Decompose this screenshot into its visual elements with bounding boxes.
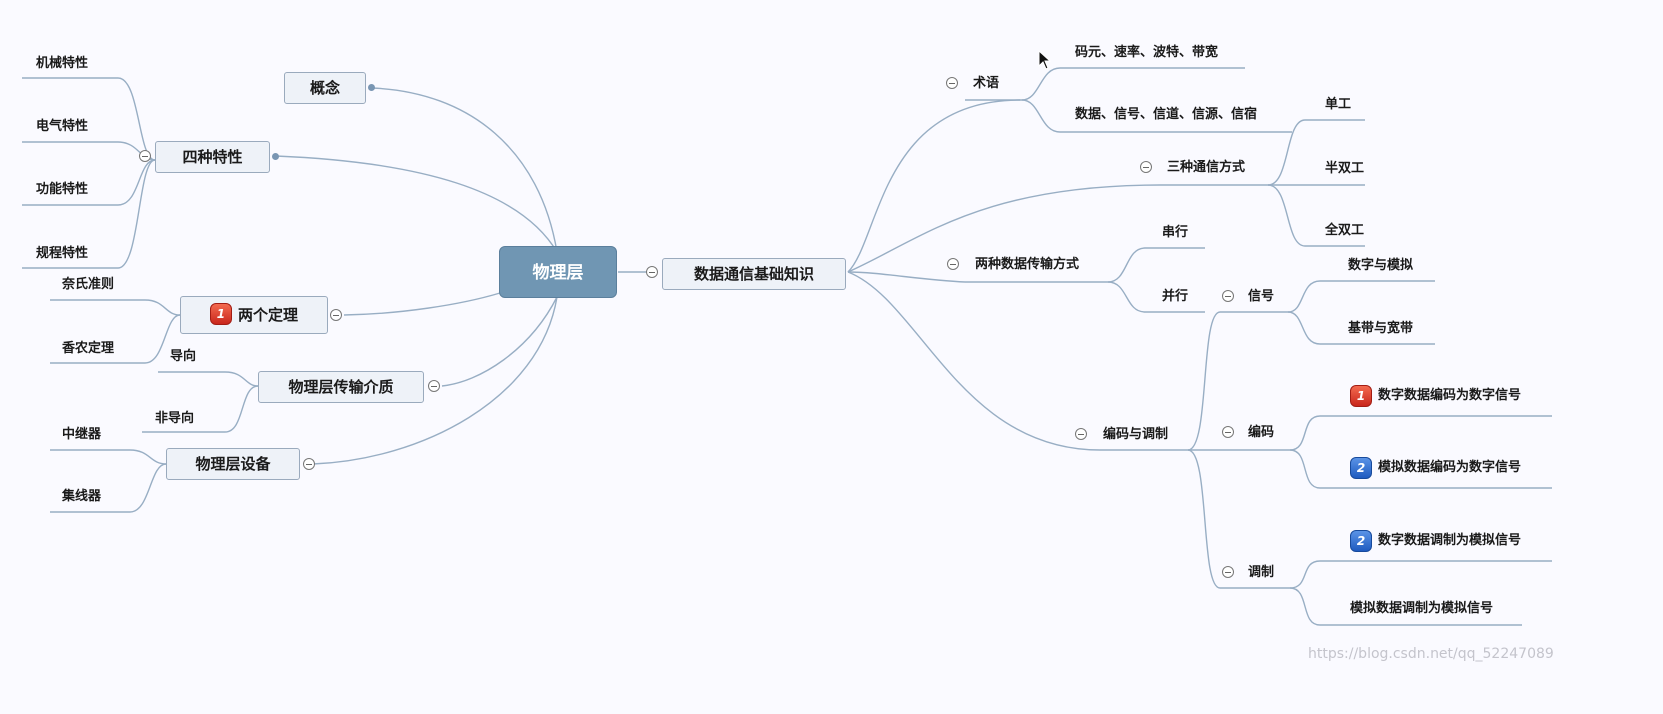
data-signal-channel-source-sink-leaf[interactable]: 数据、信号、信道、信源、信宿 [1075,107,1258,122]
guided-media-leaf[interactable]: 导向 [170,349,197,364]
two-theorems-label: 两个定理 [237,306,298,324]
hub-leaf[interactable]: 集线器 [62,489,102,504]
priority-2-icon: 2 [1350,529,1372,552]
root-node[interactable]: 物理层 [499,246,617,298]
data-comm-collapse-icon[interactable] [646,266,658,278]
transfer-modes-node[interactable]: 两种数据传输方式 [975,257,1080,272]
analog-to-digital-encoding-label: 模拟数据编码为数字信号 [1378,460,1522,475]
procedural-property-leaf[interactable]: 规程特性 [36,246,89,261]
transmission-media-collapse-icon[interactable] [428,380,440,392]
modulation-collapse-icon[interactable] [1222,566,1234,578]
modulation-node[interactable]: 调制 [1248,565,1275,580]
functional-property-leaf[interactable]: 功能特性 [36,182,89,197]
two-theorems-collapse-icon[interactable] [330,309,342,321]
digital-to-digital-encoding-leaf[interactable]: 1 数字数据编码为数字信号 [1350,384,1521,408]
terms-collapse-icon[interactable] [946,77,958,89]
parallel-leaf[interactable]: 并行 [1162,289,1189,304]
two-theorems-node[interactable]: 1 两个定理 [180,296,328,334]
comm-modes-node[interactable]: 三种通信方式 [1167,160,1246,175]
four-properties-collapse-icon[interactable] [139,150,151,162]
priority-1-icon: 1 [209,303,232,325]
digital-to-analog-modulation-leaf[interactable]: 2 数字数据调制为模拟信号 [1350,529,1521,553]
repeater-leaf[interactable]: 中继器 [62,427,102,442]
analog-to-analog-modulation-leaf[interactable]: 模拟数据调制为模拟信号 [1350,601,1494,616]
encode-modulate-collapse-icon[interactable] [1075,428,1087,440]
simplex-leaf[interactable]: 单工 [1325,97,1352,112]
four-properties-attach-dot [272,153,279,160]
analog-to-digital-encoding-leaf[interactable]: 2 模拟数据编码为数字信号 [1350,456,1521,480]
terms-node[interactable]: 术语 [973,76,1000,91]
serial-leaf[interactable]: 串行 [1162,225,1189,240]
transmission-media-node[interactable]: 物理层传输介质 [258,371,424,403]
half-duplex-leaf[interactable]: 半双工 [1325,161,1365,176]
encoding-collapse-icon[interactable] [1222,426,1234,438]
encode-modulate-node[interactable]: 编码与调制 [1103,427,1169,442]
unguided-media-leaf[interactable]: 非导向 [155,411,195,426]
physical-devices-node[interactable]: 物理层设备 [166,448,300,480]
nyquist-leaf[interactable]: 奈氏准则 [62,277,115,292]
comm-modes-collapse-icon[interactable] [1140,161,1152,173]
concept-node[interactable]: 概念 [284,72,366,104]
shannon-leaf[interactable]: 香农定理 [62,341,115,356]
mouse-cursor-icon [1038,50,1052,70]
electrical-property-leaf[interactable]: 电气特性 [36,119,89,134]
physical-devices-collapse-icon[interactable] [303,458,315,470]
data-comm-basics-node[interactable]: 数据通信基础知识 [662,258,846,290]
mechanical-property-leaf[interactable]: 机械特性 [36,56,89,71]
priority-2-icon: 2 [1350,456,1372,479]
signal-collapse-icon[interactable] [1222,290,1234,302]
priority-1-icon: 1 [1350,384,1372,407]
baseband-broadband-leaf[interactable]: 基带与宽带 [1348,321,1414,336]
concept-attach-dot [368,84,375,91]
signal-node[interactable]: 信号 [1248,289,1275,304]
digital-to-analog-modulation-label: 数字数据调制为模拟信号 [1378,533,1522,548]
full-duplex-leaf[interactable]: 全双工 [1325,223,1365,238]
encoding-node[interactable]: 编码 [1248,425,1275,440]
digital-to-digital-encoding-label: 数字数据编码为数字信号 [1378,388,1522,403]
watermark: https://blog.csdn.net/qq_52247089 [1308,646,1554,662]
transfer-modes-collapse-icon[interactable] [947,258,959,270]
symbol-rate-baud-bandwidth-leaf[interactable]: 码元、速率、波特、带宽 [1075,45,1219,60]
digital-analog-leaf[interactable]: 数字与模拟 [1348,258,1414,273]
four-properties-node[interactable]: 四种特性 [155,141,270,173]
